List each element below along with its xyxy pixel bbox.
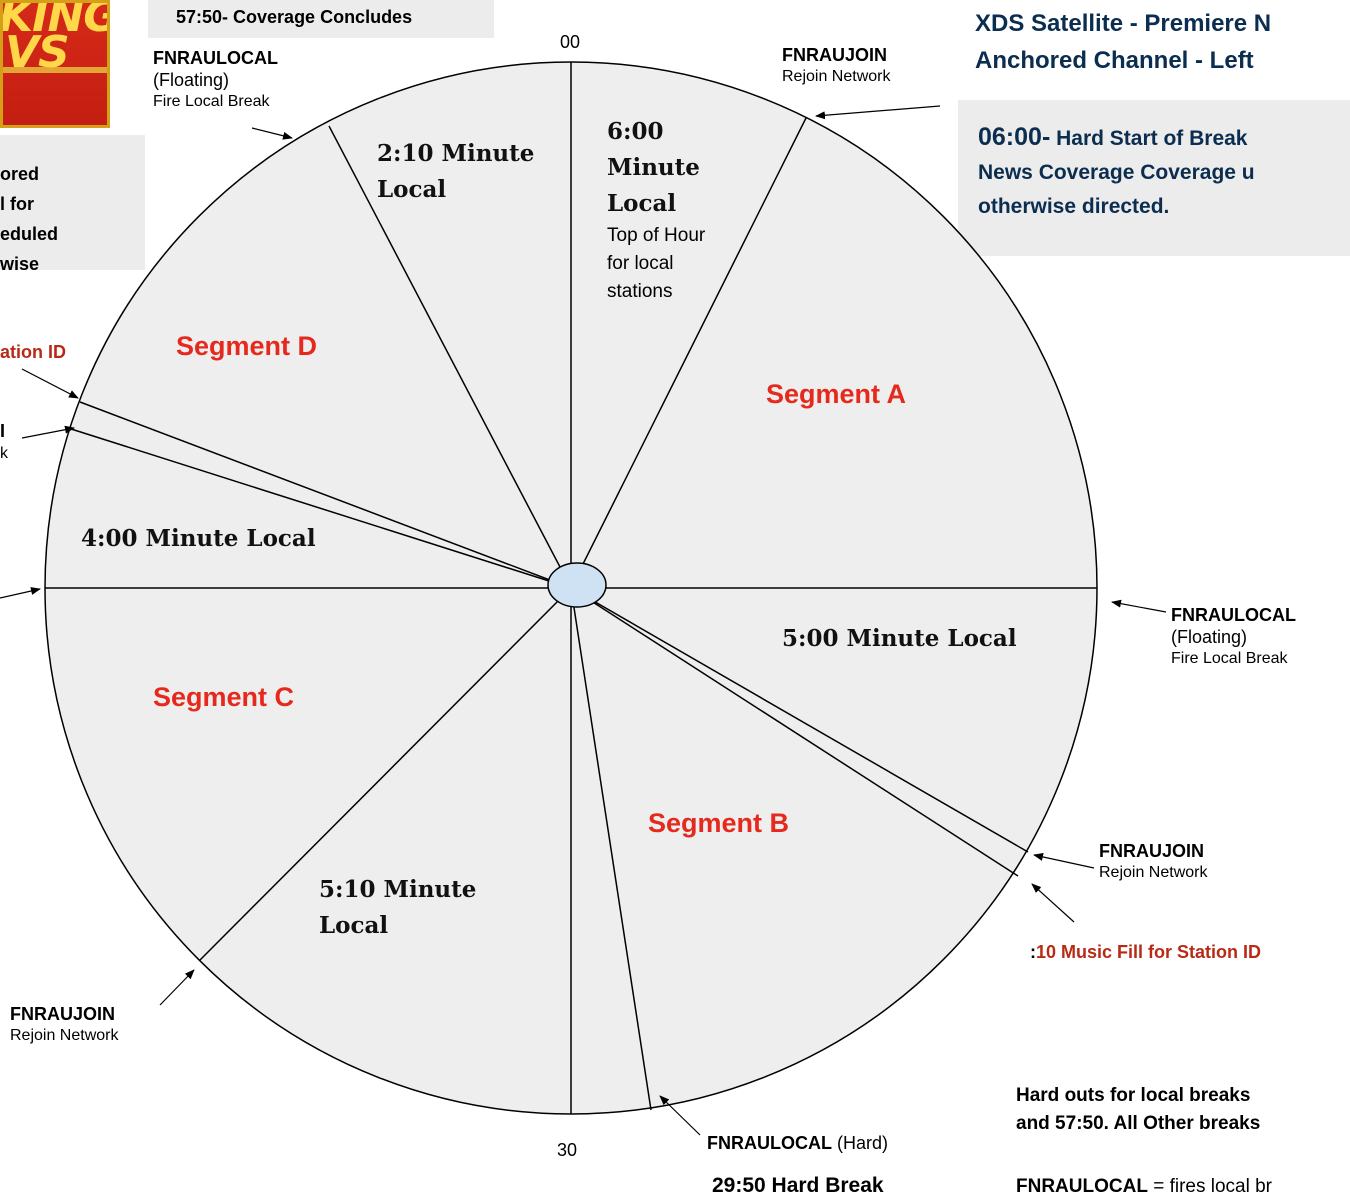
fnraulocal-definition: FNRAULOCAL = fires local br xyxy=(1016,1176,1272,1198)
hard-outs-line-2: and 57:50. All Other breaks xyxy=(1016,1113,1261,1134)
fnraujoin-right-code: FNRAUJOIN xyxy=(1099,841,1205,861)
fnraulocal-right-desc: Fire Local Break xyxy=(1171,650,1288,667)
divider-fnraulocal-top xyxy=(328,125,572,589)
fnraulocal-code: FNRAULOCAL xyxy=(153,48,278,68)
divider-hard-break xyxy=(570,587,652,1111)
divider-join-right xyxy=(570,587,1029,853)
wedge-6-note-3: stations xyxy=(607,281,673,302)
fnraulocal-right-kind: (Floating) xyxy=(1171,627,1248,647)
arrow-join-left xyxy=(21,425,75,439)
wedge-6-line-3: Local xyxy=(607,190,677,217)
fnraujoin-desc: Rejoin Network xyxy=(782,68,891,85)
logo-line-1: KING xyxy=(0,0,110,42)
hard-start-line-2: News Coverage Coverage u xyxy=(978,161,1255,184)
logo-stripe xyxy=(3,67,107,73)
breaking-news-logo: KING VS xyxy=(0,0,110,128)
wedge-5-minute-local: 5:00 Minute Local xyxy=(782,625,1017,652)
music-fill-text: 10 Music Fill for Station ID xyxy=(1036,942,1262,962)
left-box-line-3: eduled xyxy=(0,224,59,244)
annotation-fnraulocal-topleft: FNRAULOCAL (Floating) Fire Local Break xyxy=(153,47,278,113)
definition-code: FNRAULOCAL xyxy=(1016,1176,1148,1197)
segment-b-label: Segment B xyxy=(648,808,790,838)
arrow-fnraujoin-right xyxy=(1033,852,1095,869)
fnraujoin-right-desc: Rejoin Network xyxy=(1099,864,1208,881)
fnraujoin-code: FNRAUJOIN xyxy=(782,45,888,65)
coverage-time: 57:50- xyxy=(176,7,229,27)
fnraulocal-bottom-code: FNRAULOCAL xyxy=(707,1133,832,1153)
music-fill-prefix: : xyxy=(1030,942,1036,962)
annotation-fnraulocal-right: FNRAULOCAL (Floating) Fire Local Break xyxy=(1171,604,1296,670)
annotation-fnraujoin-bottomleft: FNRAUJOIN Rejoin Network xyxy=(10,1003,118,1047)
clock-bottom-label: 30 xyxy=(557,1140,578,1160)
left-box-line-4: wise xyxy=(0,254,40,274)
coverage-text: Coverage Concludes xyxy=(228,7,413,27)
anchored-info-box: ored l for eduled wise xyxy=(0,135,145,274)
hard-start-time: 06:00- xyxy=(978,123,1051,151)
wedge-6-note-1: Top of Hour xyxy=(607,225,706,246)
fnraulocal-bottom-kind: (Hard) xyxy=(831,1133,888,1153)
definition-text: = fires local br xyxy=(1147,1176,1273,1197)
fnraulocal-kind: (Floating) xyxy=(153,70,230,90)
left-box-line-1: ored xyxy=(0,164,40,184)
logo-line-2: VS xyxy=(5,27,70,78)
annotation-fnraujoin-right: FNRAUJOIN Rejoin Network xyxy=(1099,840,1207,884)
annotation-music-fill: :10 Music Fill for Station ID xyxy=(1030,942,1261,963)
hard-start-line-1: Hard Start of Break xyxy=(1050,127,1248,150)
hard-start-line-3: otherwise directed. xyxy=(978,195,1170,218)
arrow-fnraujoin-top xyxy=(815,105,941,120)
left-box-line-2: l for xyxy=(0,194,34,214)
clock-hub xyxy=(547,562,607,608)
arrow-fnraulocal-bottom xyxy=(659,1095,701,1136)
arrow-station-id-left xyxy=(21,368,79,399)
segment-a-label: Segment A xyxy=(766,379,907,409)
hard-start-box: 06:00- Hard Start of Break News Coverage… xyxy=(958,100,1350,256)
fragment-k: k xyxy=(0,445,8,462)
wedge-5-10-minute-local: 5:10 Minute Local xyxy=(319,872,476,944)
header-line-1: XDS Satellite - Premiere N xyxy=(975,10,1272,37)
wedge-2-10-line-1: 2:10 Minute xyxy=(377,140,535,167)
hard-outs-note: Hard outs for local breaks and 57:50. Al… xyxy=(1016,1082,1260,1138)
wedge-6-minute-local: 6:00 Minute Local xyxy=(607,114,700,222)
divider-join-left xyxy=(67,427,572,589)
coverage-concludes-box: 57:50- Coverage Concludes xyxy=(148,0,494,38)
channel-header: XDS Satellite - Premiere N Anchored Chan… xyxy=(975,5,1271,79)
segment-c-label: Segment C xyxy=(153,682,295,712)
wedge-2-10-line-2: Local xyxy=(377,176,447,203)
divider-music-fill xyxy=(570,587,1019,877)
annotation-fnraulocal-bottom: FNRAULOCAL (Hard) xyxy=(707,1132,888,1154)
fnraujoin-bl-desc: Rejoin Network xyxy=(10,1027,119,1044)
fragment-station-id: ation ID xyxy=(0,342,66,362)
wedge-6-note-2: for local xyxy=(607,253,674,274)
wedge-2-10-minute-local: 2:10 Minute Local xyxy=(377,136,534,208)
hard-break-label: 29:50 Hard Break xyxy=(712,1174,884,1197)
clock-top-label: 00 xyxy=(560,32,581,52)
hard-outs-line-1: Hard outs for local breaks xyxy=(1016,1085,1251,1106)
arrow-left-edge xyxy=(0,587,41,599)
arrow-music-fill xyxy=(1031,883,1075,923)
wedge-6-line-1: 6:00 xyxy=(607,118,664,145)
header-line-2: Anchored Channel - Left xyxy=(975,47,1254,74)
divider-fnraujoin-top xyxy=(570,117,807,589)
arrow-fnraujoin-bottomleft xyxy=(159,969,195,1006)
wedge-5-10-line-2: Local xyxy=(319,912,389,939)
segment-d-label: Segment D xyxy=(176,331,318,361)
fragment-fn: I xyxy=(0,421,6,441)
wedge-6-line-2: Minute xyxy=(607,154,700,181)
divider-join-bottomleft xyxy=(199,587,572,961)
annotation-fnraujoin-top: FNRAUJOIN Rejoin Network xyxy=(782,44,890,88)
wedge-4-minute-local: 4:00 Minute Local xyxy=(81,525,316,552)
fnraulocal-right-code: FNRAULOCAL xyxy=(1171,605,1296,625)
wedge-6-note: Top of Hour for local stations xyxy=(607,222,705,306)
fnraujoin-bl-code: FNRAUJOIN xyxy=(10,1004,116,1024)
arrow-fnraulocal-right xyxy=(1111,599,1167,613)
fnraulocal-desc: Fire Local Break xyxy=(153,93,270,110)
arrow-fnraulocal-topleft xyxy=(251,127,293,140)
divider-station-id xyxy=(79,401,572,589)
wedge-5-10-line-1: 5:10 Minute xyxy=(319,876,477,903)
